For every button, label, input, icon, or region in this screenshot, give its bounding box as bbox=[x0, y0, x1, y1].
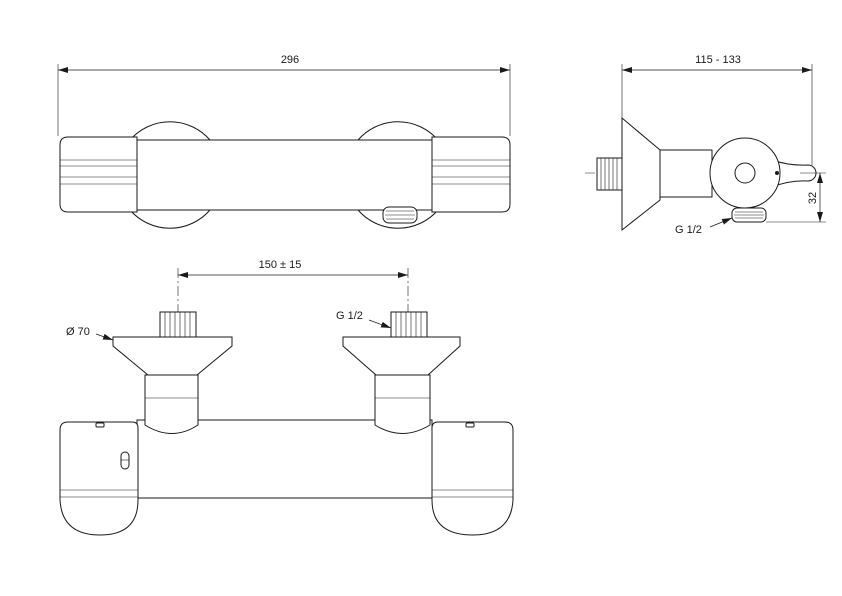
wall-pipe-thread bbox=[596, 157, 623, 191]
outlet-nozzle-front bbox=[382, 206, 418, 224]
side-thread-label: G 1/2 bbox=[675, 224, 702, 236]
side-thread-leader bbox=[709, 217, 733, 228]
flange-diameter-leader bbox=[95, 333, 114, 341]
depth-label: 115 - 133 bbox=[695, 54, 741, 66]
left-handle-front bbox=[59, 136, 138, 213]
right-handle-plan bbox=[431, 421, 514, 536]
front-view: 296 bbox=[57, 54, 511, 229]
height-label: 32 bbox=[807, 192, 819, 204]
right-wall-disc-top bbox=[357, 121, 439, 141]
left-inlet-plan bbox=[112, 311, 233, 434]
mixer-body-plan bbox=[136, 419, 433, 499]
temperature-indicator-slot bbox=[120, 451, 130, 470]
left-wall-disc-top bbox=[129, 121, 211, 141]
outlet-nozzle-side bbox=[731, 207, 767, 223]
right-wall-disc-bottom bbox=[357, 209, 439, 229]
side-view: 115 - 133 32 G 1/2 bbox=[585, 54, 826, 236]
centers-label: 150 ± 15 bbox=[259, 259, 302, 271]
overall-width-label: 296 bbox=[281, 54, 299, 66]
eccentric-connector-side bbox=[659, 149, 713, 198]
top-thread-label: G 1/2 bbox=[336, 310, 363, 322]
left-handle-plan bbox=[59, 421, 139, 536]
right-inlet-plan bbox=[342, 311, 461, 434]
handle-side bbox=[709, 137, 817, 209]
wall-flange-side bbox=[621, 116, 661, 232]
left-wall-disc-bottom bbox=[129, 209, 211, 229]
flange-diameter-label: Ø 70 bbox=[66, 326, 90, 338]
top-thread-leader bbox=[368, 319, 392, 329]
right-handle-front bbox=[431, 136, 511, 213]
mixer-body-front bbox=[134, 139, 433, 211]
plan-view: 150 ± 15 bbox=[59, 259, 514, 536]
